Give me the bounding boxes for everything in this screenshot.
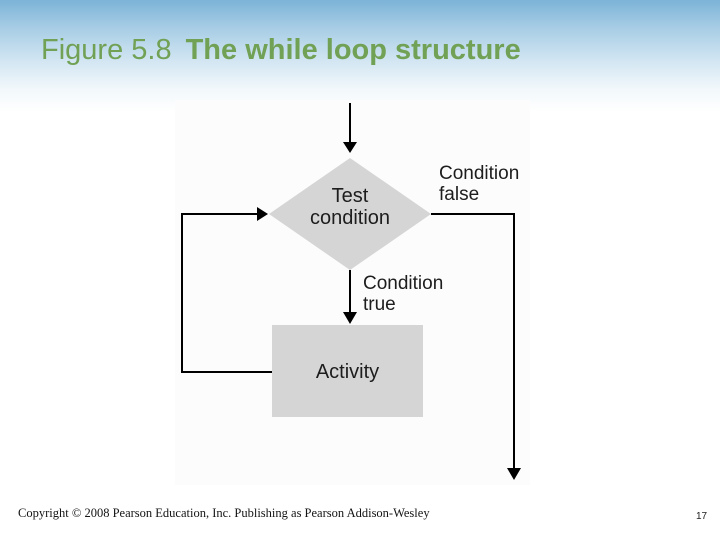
loopback-arrow bbox=[181, 207, 272, 373]
title-figure-number: Figure 5.8 bbox=[41, 34, 172, 66]
copyright-text: Copyright © 2008 Pearson Education, Inc.… bbox=[18, 506, 430, 520]
flowchart-svg bbox=[181, 103, 521, 480]
activity-rect bbox=[272, 325, 423, 417]
test-condition-diamond bbox=[269, 158, 431, 270]
activity-label: Activity bbox=[315, 361, 380, 383]
test-condition-label: Test condition bbox=[309, 185, 391, 229]
page-number: 17 bbox=[696, 511, 708, 522]
header-gradient bbox=[0, 0, 720, 112]
false-branch-arrow bbox=[431, 213, 521, 480]
page-title: Figure 5.8 The while loop structure bbox=[41, 34, 701, 67]
condition-false-label: Condition false bbox=[439, 163, 520, 205]
entry-arrow bbox=[343, 103, 357, 153]
condition-true-label: Condition true bbox=[363, 273, 444, 315]
title-text: The while loop structure bbox=[185, 34, 521, 66]
flowchart-figure: Test condition Activity Condition false … bbox=[175, 100, 530, 485]
true-branch-arrow bbox=[343, 270, 357, 324]
